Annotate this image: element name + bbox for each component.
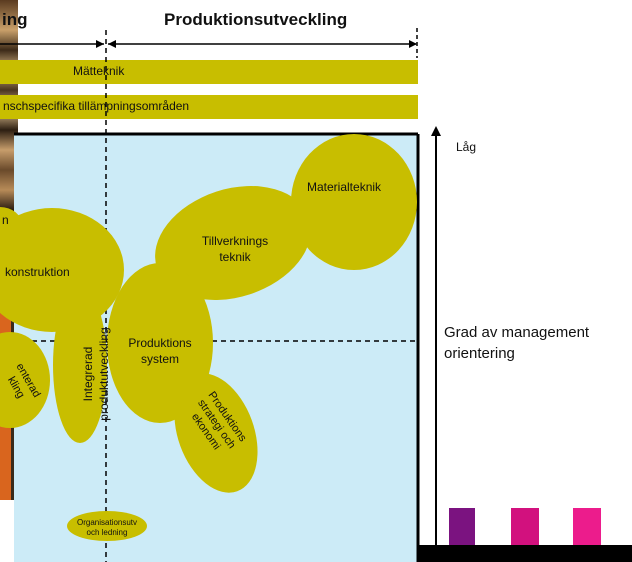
band-branschspecifika [0, 95, 418, 119]
label-organisation: Organisationsutv och ledning [76, 518, 138, 537]
header-left-fragment: ing [2, 10, 28, 29]
label-produktionssystem: Produktions system [128, 336, 192, 366]
ellipse-organisation [67, 511, 147, 541]
bar-magenta [511, 508, 539, 545]
band-branschspecifika-label: nschspecifika tillämpningsområden [3, 99, 190, 113]
axis-title: Grad av management orientering [444, 324, 590, 362]
right-axis-arrowhead [431, 126, 441, 136]
label-integrerad: Integrerad produktutveckling [81, 327, 111, 421]
ellipse-materialteknik [291, 134, 417, 270]
ellipse-strategi [174, 373, 258, 493]
label-tillverkningsteknik: Tillverknings teknik [201, 234, 269, 264]
label-konstruktion: konstruktion [5, 265, 70, 279]
right-arrow-head-left [108, 40, 116, 48]
bottom-bar [418, 545, 632, 562]
label-materialteknik: Materialteknik [307, 180, 382, 194]
ellipse-tillverkningsteknik [155, 186, 311, 300]
bar-pink [573, 508, 601, 545]
header-produktionsutveckling: Produktionsutveckling [164, 10, 348, 29]
left-arrow-head [96, 40, 104, 48]
ellipse-partial-n [0, 207, 22, 243]
band-matteknik-label: Mätteknik [73, 64, 125, 78]
bar-purple [449, 508, 475, 545]
ellipse-orienterad [0, 332, 50, 428]
axis-top-label: Låg [456, 140, 477, 154]
label-partial-n: n [2, 213, 9, 227]
ellipse-integrerad [53, 287, 107, 443]
band-matteknik [0, 60, 418, 84]
right-arrow-head-right [409, 40, 417, 48]
